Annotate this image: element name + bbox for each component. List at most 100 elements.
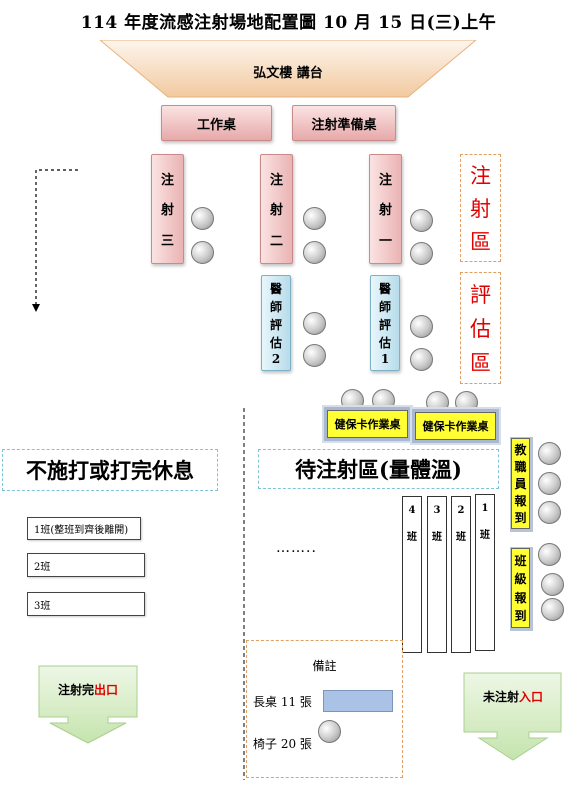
exit-highlight: 出口 [94, 683, 119, 697]
injection-station-3: 注 射 三 [151, 154, 184, 264]
chair [303, 241, 326, 264]
entrance-prefix: 未注射 [482, 690, 519, 704]
lane-number: 1 [481, 503, 489, 514]
stage-label: 弘文樓 講台 [253, 66, 323, 81]
doctor-assessment-1: 醫 師 評 估 1 [370, 275, 400, 371]
doctor-assessment-2-char: 估 [269, 335, 282, 350]
lane-label: 班 [456, 532, 466, 543]
chair [455, 391, 478, 414]
injection-station-1-char: 一 [378, 234, 392, 250]
staff-check-in-char: 教 [514, 443, 527, 457]
doctor-assessment-1-char: 1 [380, 351, 390, 366]
class-check-in: 班 級 報 到 [511, 548, 530, 628]
stage: 弘文樓 講台 [100, 40, 476, 98]
chair [538, 442, 561, 465]
class-check-in-char: 到 [514, 609, 527, 624]
injection-zone-char: 區 [470, 229, 491, 254]
lane-number: 3 [433, 505, 441, 516]
class-check-in-char: 級 [514, 572, 527, 587]
doctor-assessment-2-char: 師 [269, 300, 282, 315]
chair [410, 242, 433, 265]
doctor-assessment-1-char: 估 [378, 335, 391, 350]
injection-station-2-char: 射 [269, 203, 283, 219]
doctor-assessment-1-char: 評 [378, 317, 391, 332]
doctor-assessment-2: 醫 師 評 估 2 [261, 275, 291, 371]
page-title: 114 年度流感注射場地配置圖 10 月 15 日(三)上午 [80, 13, 497, 33]
chair [303, 207, 326, 230]
long-table-symbol [323, 690, 393, 712]
injection-station-3-char: 三 [160, 234, 174, 250]
prep-table: 注射準備桌 [292, 105, 396, 141]
staff-check-in-char: 報 [514, 494, 527, 508]
injection-zone-char: 注 [470, 164, 491, 189]
doctor-assessment-1-char: 師 [378, 300, 391, 315]
health-card-desk: 健保卡作業桌 [415, 412, 496, 440]
notes-box: 備註 長桌 11 張 椅子 20 張 [246, 640, 403, 778]
chair [191, 241, 214, 264]
staff-check-in-char: 員 [514, 477, 527, 491]
notes-long-table: 長桌 11 張 [253, 695, 312, 709]
notes-chairs: 椅子 20 張 [253, 737, 312, 751]
chair [303, 344, 326, 367]
doctor-assessment-2-char: 評 [269, 317, 282, 332]
injection-station-3-char: 注 [160, 172, 174, 188]
rest-class-2: 2班 [27, 553, 145, 577]
injection-station-1-char: 注 [378, 172, 392, 188]
health-card-desk: 健保卡作業桌 [327, 410, 408, 438]
waiting-lane-4: 4 班 [402, 496, 422, 653]
chair [426, 391, 449, 414]
exit-prefix: 注射完 [57, 683, 94, 697]
chair [303, 312, 326, 335]
assessment-zone-char: 評 [470, 283, 491, 307]
chair [538, 543, 561, 566]
chair [372, 389, 395, 412]
exit-arrow: 注射完出口 [38, 665, 138, 745]
injection-station-2-char: 二 [269, 234, 283, 250]
chair [538, 472, 561, 495]
assessment-zone-label: 評 估 區 [460, 272, 501, 384]
chair [410, 209, 433, 232]
rest-class-3: 3班 [27, 592, 145, 616]
waiting-lane-2: 2 班 [451, 496, 471, 653]
doctor-assessment-2-char: 2 [271, 351, 281, 366]
divider-line [243, 408, 245, 780]
injection-station-3-char: 射 [160, 203, 174, 219]
chair-symbol [318, 720, 341, 743]
flow-path-arrow [32, 169, 78, 312]
injection-station-2: 注 射 二 [260, 154, 293, 264]
stage-shape [100, 40, 476, 98]
lane-label: 班 [407, 532, 417, 543]
lane-number: 4 [408, 505, 416, 516]
entrance-arrow: 未注射入口 [463, 672, 563, 762]
injection-station-1: 注 射 一 [369, 154, 402, 264]
chair [341, 389, 364, 412]
chair [410, 348, 433, 371]
entrance-highlight: 入口 [519, 690, 544, 704]
assessment-zone-char: 區 [470, 351, 491, 375]
staff-check-in-char: 職 [514, 460, 527, 474]
injection-zone-char: 射 [470, 196, 491, 221]
lane-label: 班 [432, 532, 442, 543]
injection-station-1-char: 射 [378, 203, 392, 219]
chair [541, 598, 564, 621]
doctor-assessment-1-char: 醫 [378, 282, 391, 297]
lane-number: 2 [457, 505, 465, 516]
entrance-label: 未注射入口 [463, 688, 563, 705]
waiting-area-title: 待注射區(量體溫) [258, 449, 499, 489]
exit-label: 注射完出口 [38, 681, 138, 698]
rest-area-title: 不施打或打完休息 [2, 449, 218, 491]
waiting-ellipsis: …….. [276, 540, 317, 556]
assessment-zone-char: 估 [470, 317, 491, 341]
waiting-lane-1: 1 班 [475, 494, 495, 651]
chair [538, 501, 561, 524]
chair [191, 207, 214, 230]
chair [410, 315, 433, 338]
staff-check-in-char: 到 [514, 511, 527, 525]
staff-check-in: 教 職 員 報 到 [511, 438, 530, 529]
doctor-assessment-2-char: 醫 [269, 282, 282, 297]
work-table: 工作桌 [161, 105, 272, 141]
rest-class-1: 1班(整班到齊後離開) [27, 517, 141, 540]
lane-label: 班 [480, 530, 490, 541]
notes-heading: 備註 [312, 659, 337, 673]
injection-station-2-char: 注 [269, 172, 283, 188]
